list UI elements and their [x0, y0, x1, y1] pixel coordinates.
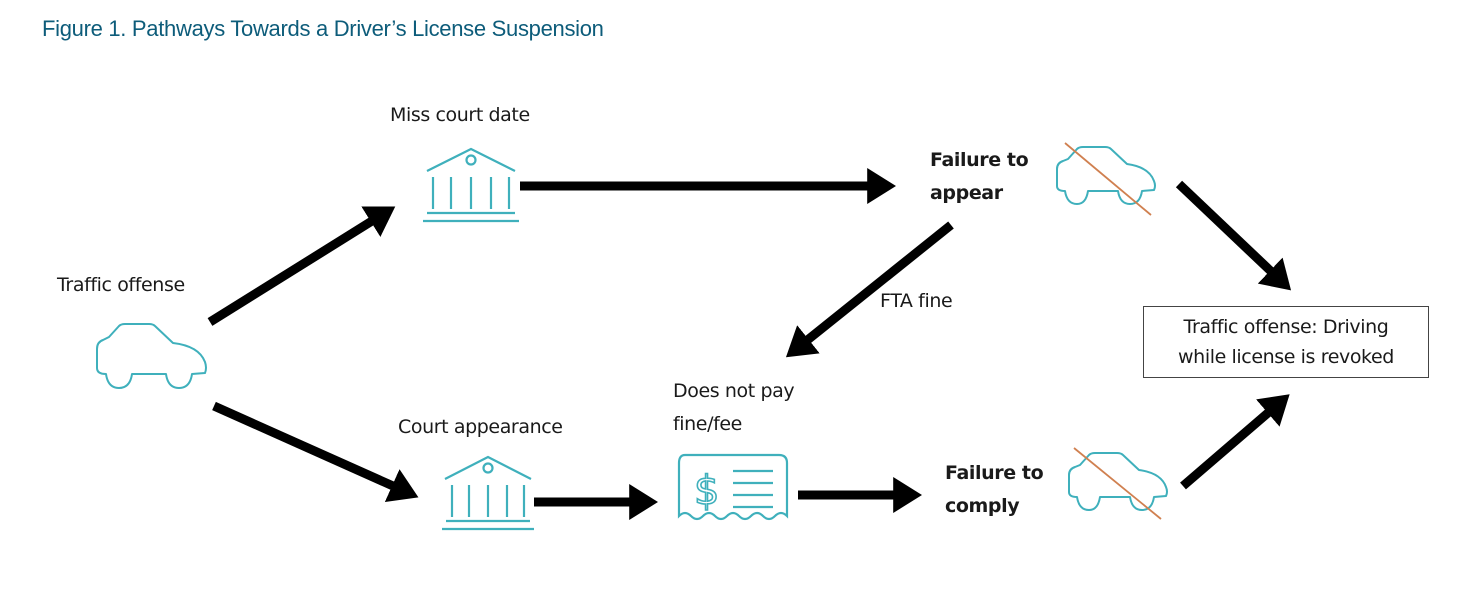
car-icon [96, 323, 207, 389]
edge-label-fta-fine: FTA fine [880, 290, 953, 312]
receipt-dollar-icon: $ [677, 453, 789, 521]
does-not-pay-line1: Does not pay [673, 380, 795, 402]
outcome-line1: Traffic offense: Driving [1183, 316, 1389, 338]
figure-title: Figure 1. Pathways Towards a Driver’s Li… [42, 16, 604, 41]
node-label-traffic-offense: Traffic offense [57, 274, 185, 296]
does-not-pay-line2: fine/fee [673, 413, 742, 435]
car-crossed-icon [1056, 142, 1156, 216]
failure-to-appear-line1: Failure to [930, 149, 1029, 171]
courthouse-icon [442, 455, 534, 531]
failure-to-comply-line2: comply [945, 495, 1020, 517]
node-label-court-appearance: Court appearance [398, 416, 563, 438]
arrow-fta-to-outcome [1175, 180, 1292, 291]
car-crossed-icon [1068, 447, 1168, 520]
arrow-offense-to-miss-court [207, 206, 396, 326]
failure-to-comply-line1: Failure to [945, 462, 1044, 484]
node-label-failure-to-appear: Failure to appear [930, 144, 1029, 210]
node-label-does-not-pay: Does not pay fine/fee [673, 375, 795, 441]
courthouse-icon [423, 147, 519, 223]
node-label-miss-court-date: Miss court date [390, 104, 530, 126]
failure-to-appear-line2: appear [930, 182, 1003, 204]
arrow-fta-to-not-pay [785, 221, 954, 358]
outcome-box: Traffic offense: Driving while license i… [1143, 306, 1429, 378]
arrow-offense-to-court-appearance [212, 401, 419, 503]
arrow-ftc-to-outcome [1180, 394, 1290, 490]
outcome-line2: while license is revoked [1178, 346, 1394, 368]
node-label-failure-to-comply: Failure to comply [945, 457, 1044, 523]
svg-text:$: $ [694, 468, 719, 514]
